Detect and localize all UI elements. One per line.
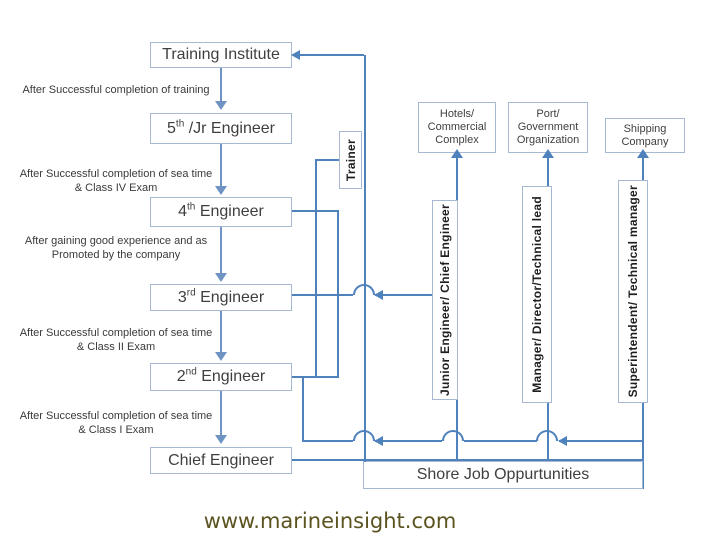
connector-bottom-line [464,440,537,442]
role-box-trainer: Trainer [339,131,362,189]
transition-note-training: After Successful completion of training [22,84,210,96]
stage-label: Chief Engineer [168,451,274,469]
ladder-arrow-line [220,311,222,353]
connector-to-trainer-line [315,159,339,161]
down-arrow-icon [215,352,227,361]
destination-box-port-government-organization: Port/ Government Organization [508,102,588,153]
stage-label: 3rd Engineer [177,287,265,306]
stage-label: 2nd Engineer [176,366,266,385]
connector-3rd-engineer-line [292,294,353,296]
transition-note-class1: After Successful completion of sea time … [19,410,213,436]
down-arrow-icon [215,101,227,110]
left-arrow-icon [558,436,567,446]
connector-bottom-line [375,440,442,442]
destination-box-shipping-company: Shipping Company [605,118,685,153]
line-crossing-hump [353,430,375,441]
stage-box-2nd-engineer: 2nd Engineer [150,363,292,391]
shore-jobs-box: Shore Job Oppurtunities [363,461,643,489]
stage-label: 4th Engineer [178,201,264,220]
down-arrow-icon [215,273,227,282]
transition-note-promotion: After gaining good experience and as Pro… [24,235,208,261]
line-crossing-hump [442,430,464,441]
website-watermark: www.marineinsight.com [203,509,457,533]
connector-bottom-line [559,440,644,442]
role-box-manager-director-technical-lead: Manager/ Director/Technical lead [522,186,552,403]
left-arrow-icon [374,436,383,446]
stage-box-5th-jr-engineer: 5th /Jr Engineer [150,113,292,144]
transition-note-class4: After Successful completion of sea time … [19,168,213,194]
up-arrow-icon [637,149,649,158]
down-arrow-icon [215,435,227,444]
up-arrow-icon [542,149,554,158]
stage-box-training-institute: Training Institute [150,42,292,68]
stage-box-4th-engineer: 4th Engineer [150,197,292,227]
connector-main-vertical-line [364,55,366,462]
role-label: Manager/ Director/Technical lead [530,196,544,393]
up-arrow-icon [451,149,463,158]
connector-shore-to-training-line [293,54,364,56]
role-box-superintendent-technical-manager: Superintendent/ Technical manager [618,180,648,403]
down-arrow-icon [215,186,227,195]
ladder-arrow-line [220,391,222,436]
connector-chief-to-shore-line [292,459,644,461]
stage-box-3rd-engineer: 3rd Engineer [150,284,292,311]
role-box-junior-engineer-chief-engineer: Junior Engineer/ Chief Engineer [432,200,458,400]
stage-label: Training Institute [162,46,280,63]
ladder-arrow-line [220,144,222,187]
role-label: Trainer [343,138,358,182]
ladder-arrow-line [220,227,222,274]
destination-box-hotels-commercial-complex: Hotels/ Commercial Complex [418,102,496,153]
connector-2nd-engineer-line [292,376,339,378]
stage-box-chief-engineer: Chief Engineer [150,447,292,474]
transition-note-class2: After Successful completion of sea time … [19,327,213,353]
connector-4th-engineer-line [292,210,339,212]
ladder-arrow-line [220,68,222,102]
stage-label: 5th /Jr Engineer [167,118,275,137]
connector-vertical-line [315,160,317,378]
role-label: Junior Engineer/ Chief Engineer [438,204,452,396]
left-arrow-icon [291,50,300,60]
role-label: Superintendent/ Technical manager [626,185,640,398]
line-crossing-hump [353,284,375,295]
connector-bottom-line [302,440,353,442]
connector-vertical-line [302,377,304,442]
line-crossing-hump [536,430,558,441]
connector-to-junior-box-line [375,294,432,296]
left-arrow-icon [374,290,383,300]
